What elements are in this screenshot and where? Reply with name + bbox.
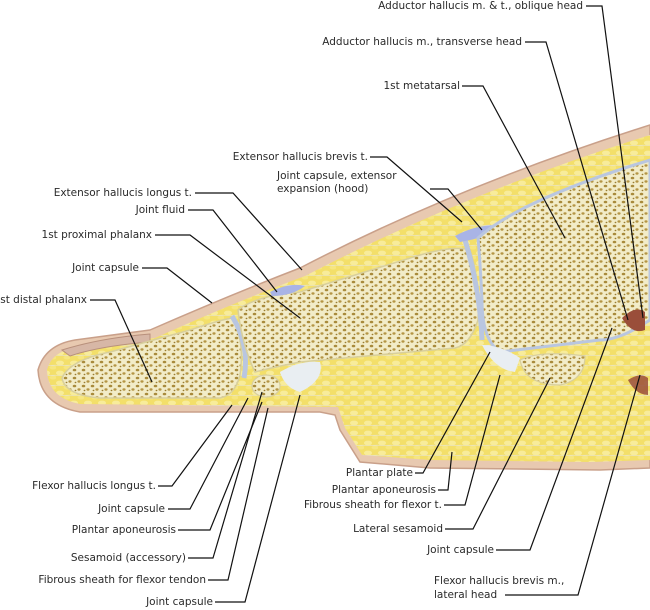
adductor-muscle bbox=[622, 309, 645, 332]
label-fibrous-sheath-flexor-tendon: Fibrous sheath for flexor tendon bbox=[38, 574, 206, 586]
label-plantar-plate: Plantar plate bbox=[345, 467, 413, 479]
label-extensor-hallucis-brevis: Extensor hallucis brevis t. bbox=[232, 151, 368, 163]
label-joint-capsule-extensor-1: Joint capsule, extensor bbox=[277, 170, 397, 182]
distal-phalanx-bone bbox=[61, 317, 243, 399]
ip-plantar-ligament bbox=[280, 361, 321, 392]
label-extensor-hallucis-longus: Extensor hallucis longus t. bbox=[53, 187, 192, 199]
label-joint-capsule-bl2: Joint capsule bbox=[146, 596, 213, 608]
label-1st-metatarsal: 1st metatarsal bbox=[383, 80, 460, 92]
ip-cartilage bbox=[229, 314, 248, 379]
label-joint-capsule-br: Joint capsule bbox=[427, 544, 494, 556]
lateral-sesamoid-bone bbox=[519, 353, 586, 386]
plantar-plate-tissue bbox=[482, 345, 520, 372]
proximal-phalanx-bone bbox=[237, 247, 480, 373]
label-joint-capsule-extensor-2: expansion (hood) bbox=[277, 183, 369, 195]
label-sesamoid-accessory: Sesamoid (accessory) bbox=[70, 552, 186, 564]
label-adductor-transverse: Adductor hallucis m., transverse head bbox=[322, 36, 522, 48]
label-flexor-hallucis-brevis-2: lateral head bbox=[434, 589, 498, 601]
mtp-cartilage bbox=[462, 239, 485, 341]
accessory-sesamoid bbox=[251, 374, 281, 398]
label-plantar-aponeurosis-br: Plantar aponeurosis bbox=[331, 484, 436, 496]
label-fibrous-sheath-flexor-t: Fibrous sheath for flexor t. bbox=[303, 499, 442, 511]
label-joint-capsule-bl: Joint capsule bbox=[98, 503, 165, 515]
label-flexor-hallucis-brevis-1: Flexor hallucis brevis m., bbox=[434, 575, 565, 587]
label-1st-proximal-phalanx: 1st proximal phalanx bbox=[41, 229, 152, 241]
fhb-muscle bbox=[628, 375, 648, 395]
label-1st-distal-phalanx: 1st distal phalanx bbox=[0, 294, 87, 306]
joint-fluid-ip bbox=[270, 284, 305, 296]
leader-lines bbox=[90, 5, 644, 603]
label-flexor-hallucis-longus: Flexor hallucis longus t. bbox=[32, 480, 156, 492]
label-plantar-aponeurosis-bl: Plantar aponeurosis bbox=[71, 524, 176, 536]
label-joint-capsule-top: Joint capsule bbox=[72, 262, 139, 274]
label-adductor-oblique: Adductor hallucis m. & t., oblique head bbox=[378, 0, 583, 12]
metatarsal-bone bbox=[476, 158, 650, 354]
label-lateral-sesamoid: Lateral sesamoid bbox=[353, 523, 443, 535]
label-joint-fluid: Joint fluid bbox=[135, 204, 185, 216]
